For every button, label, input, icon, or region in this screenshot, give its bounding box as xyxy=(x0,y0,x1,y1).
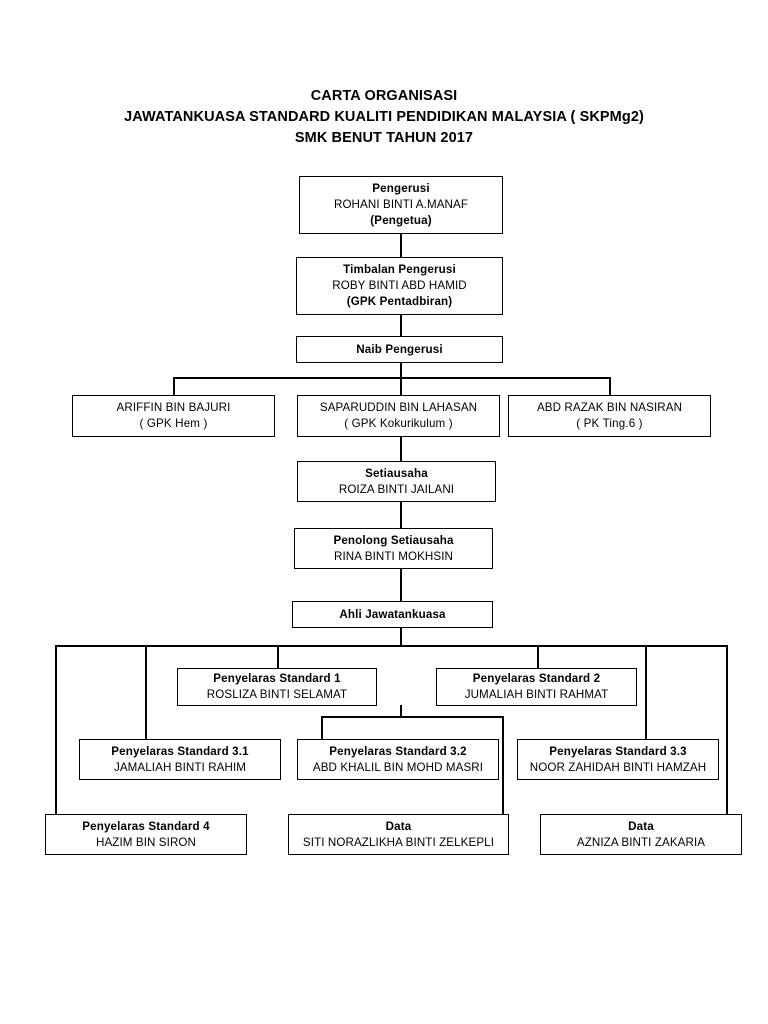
title-line-2: JAWATANKUASA STANDARD KUALITI PENDIDIKAN… xyxy=(124,109,644,125)
node-pengerusi-sub: (Pengetua) xyxy=(370,214,432,227)
connector-bus-to-std1 xyxy=(277,645,279,668)
connector-deputy-bus xyxy=(173,377,610,379)
connector-secondary-to-data1 xyxy=(502,716,504,835)
node-penolong-name: RINA BINTI MOKHSIN xyxy=(333,549,454,563)
node-standard-3-1-role: Penyelaras Standard 3.1 xyxy=(111,744,249,758)
connector-bus-to-naib-3 xyxy=(609,377,611,395)
node-standard-3-3-name: NOOR ZAHIDAH BINTI HAMZAH xyxy=(529,760,707,774)
node-ahli-jawatankuasa[interactable]: Ahli Jawatankuasa xyxy=(292,601,493,628)
node-standard-3-3[interactable]: Penyelaras Standard 3.3 NOOR ZAHIDAH BIN… xyxy=(517,739,719,780)
title-line-3: SMK BENUT TAHUN 2017 xyxy=(294,130,474,146)
node-standard-4-role: Penyelaras Standard 4 xyxy=(82,819,210,833)
node-ahli-role: Ahli Jawatankuasa xyxy=(339,607,446,621)
node-naib-2[interactable]: SAPARUDDIN BIN LAHASAN ( GPK Kokurikulum… xyxy=(297,395,500,437)
node-timbalan-name: ROBY BINTI ABD HAMID xyxy=(332,279,467,292)
connector-bus-to-data2 xyxy=(726,645,728,835)
connector-bus-to-std2 xyxy=(537,645,539,668)
node-timbalan-pengerusi[interactable]: Timbalan Pengerusi ROBY BINTI ABD HAMID … xyxy=(296,257,503,315)
node-naib-2-name: SAPARUDDIN BIN LAHASAN xyxy=(319,401,478,414)
node-timbalan-sub: (GPK Pentadbiran) xyxy=(346,295,453,308)
chart-title: CARTA ORGANISASI JAWATANKUASA STANDARD K… xyxy=(0,86,768,149)
node-data-1-name: SITI NORAZLIKHA BINTI ZELKEPLI xyxy=(302,835,495,849)
node-standard-3-3-role: Penyelaras Standard 3.3 xyxy=(549,744,687,758)
connector-setiausaha-to-penolong xyxy=(400,502,402,528)
node-data-2[interactable]: Data AZNIZA BINTI ZAKARIA xyxy=(540,814,742,855)
node-penolong-role: Penolong Setiausaha xyxy=(333,533,454,547)
node-data-1[interactable]: Data SITI NORAZLIKHA BINTI ZELKEPLI xyxy=(288,814,509,855)
node-setiausaha-role: Setiausaha xyxy=(365,466,428,480)
node-standard-2-role: Penyelaras Standard 2 xyxy=(472,672,601,685)
node-standard-2-name: JUMALIAH BINTI RAHMAT xyxy=(464,688,609,701)
node-pengerusi-name: ROHANI BINTI A.MANAF xyxy=(333,198,469,211)
node-standard-1-role: Penyelaras Standard 1 xyxy=(213,672,341,685)
connector-bus-to-std33 xyxy=(645,645,647,740)
node-naib-pengerusi[interactable]: Naib Pengerusi xyxy=(296,336,503,363)
node-naib-pengerusi-role: Naib Pengerusi xyxy=(356,342,443,356)
node-naib-1[interactable]: ARIFFIN BIN BAJURI ( GPK Hem ) xyxy=(72,395,275,437)
node-setiausaha[interactable]: Setiausaha ROIZA BINTI JAILANI xyxy=(297,461,496,502)
node-standard-1-name: ROSLIZA BINTI SELAMAT xyxy=(206,688,348,701)
connector-timbalan-to-naib xyxy=(400,315,402,336)
connector-bus-to-std4 xyxy=(55,645,57,835)
connector-naib2-to-setiausaha xyxy=(400,437,402,461)
node-naib-3[interactable]: ABD RAZAK BIN NASIRAN ( PK Ting.6 ) xyxy=(508,395,711,437)
node-pengerusi-role: Pengerusi xyxy=(372,182,430,195)
node-setiausaha-name: ROIZA BINTI JAILANI xyxy=(338,482,455,496)
connector-bus-to-naib-2 xyxy=(400,377,402,395)
node-naib-1-name: ARIFFIN BIN BAJURI xyxy=(116,401,231,414)
connector-bus-to-naib-1 xyxy=(173,377,175,395)
node-standard-3-2-role: Penyelaras Standard 3.2 xyxy=(329,744,467,758)
node-penolong-setiausaha[interactable]: Penolong Setiausaha RINA BINTI MOKHSIN xyxy=(294,528,493,569)
node-standard-1[interactable]: Penyelaras Standard 1 ROSLIZA BINTI SELA… xyxy=(177,668,377,706)
node-naib-3-name: ABD RAZAK BIN NASIRAN xyxy=(536,401,683,414)
connector-penolong-to-ahli xyxy=(400,569,402,601)
node-standard-4-name: HAZIM BIN SIRON xyxy=(95,835,197,849)
node-standard-3-1-name: JAMALIAH BINTI RAHIM xyxy=(113,760,247,774)
node-timbalan-role: Timbalan Pengerusi xyxy=(343,263,456,276)
connector-std1-down xyxy=(400,705,402,717)
connector-secondary-bus xyxy=(321,716,503,718)
node-pengerusi[interactable]: Pengerusi ROHANI BINTI A.MANAF (Pengetua… xyxy=(299,176,503,234)
connector-pengerusi-to-timbalan xyxy=(400,234,402,257)
node-data-1-role: Data xyxy=(385,819,412,833)
connector-bus-to-std31 xyxy=(145,645,147,740)
node-standard-3-1[interactable]: Penyelaras Standard 3.1 JAMALIAH BINTI R… xyxy=(79,739,281,780)
connector-naib-down xyxy=(400,363,402,377)
node-naib-2-sub: ( GPK Kokurikulum ) xyxy=(344,417,453,430)
connector-secondary-to-std32 xyxy=(321,716,323,740)
node-data-2-name: AZNIZA BINTI ZAKARIA xyxy=(576,835,706,849)
connector-ahli-down xyxy=(400,628,402,646)
node-data-2-role: Data xyxy=(628,819,654,833)
connector-main-bus xyxy=(55,645,727,647)
node-standard-3-2[interactable]: Penyelaras Standard 3.2 ABD KHALIL BIN M… xyxy=(297,739,499,780)
node-standard-3-2-name: ABD KHALIL BIN MOHD MASRI xyxy=(312,760,484,774)
node-standard-4[interactable]: Penyelaras Standard 4 HAZIM BIN SIRON xyxy=(45,814,247,855)
title-line-1: CARTA ORGANISASI xyxy=(310,88,458,104)
node-naib-1-sub: ( GPK Hem ) xyxy=(139,417,208,430)
node-naib-3-sub: ( PK Ting.6 ) xyxy=(576,417,643,430)
node-standard-2[interactable]: Penyelaras Standard 2 JUMALIAH BINTI RAH… xyxy=(436,668,637,706)
